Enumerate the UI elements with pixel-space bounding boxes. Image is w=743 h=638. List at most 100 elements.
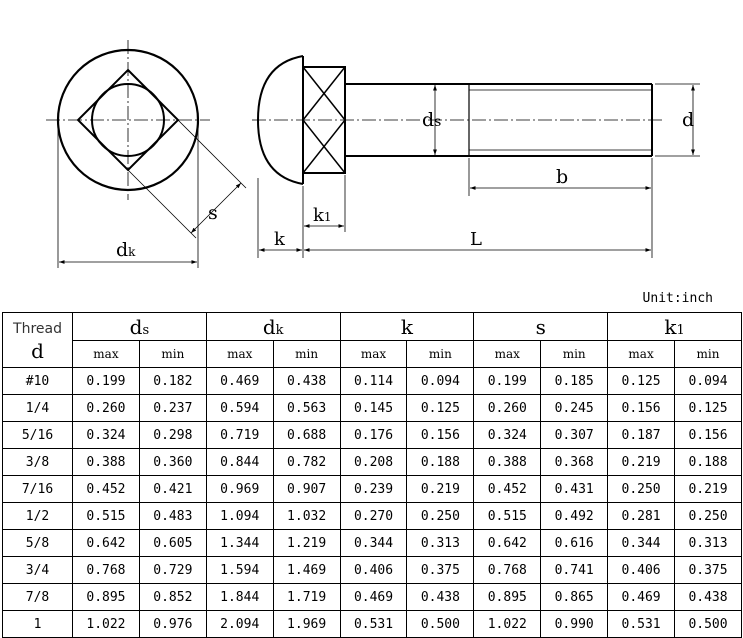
value-cell: 0.156: [607, 394, 676, 422]
value-cell: 0.094: [406, 367, 475, 395]
ds-label: ds: [422, 109, 441, 131]
b-dimension: [468, 158, 653, 258]
value-cell: 0.469: [607, 583, 676, 611]
min-header: min: [540, 340, 609, 368]
value-cell: 0.156: [406, 421, 475, 449]
bolt-side-view: [256, 55, 653, 185]
value-cell: 0.452: [473, 475, 542, 503]
value-cell: 0.768: [72, 556, 140, 584]
max-header: max: [473, 340, 542, 368]
value-cell: 0.125: [674, 394, 742, 422]
value-cell: 0.270: [339, 502, 408, 530]
value-cell: 0.360: [138, 448, 207, 476]
dimension-table: Thread d ds dk k s k1 max min max min ma…: [2, 312, 742, 638]
L-label: L: [470, 229, 482, 250]
max-header: max: [607, 340, 676, 368]
group-header-k: k: [339, 312, 475, 341]
value-cell: 0.431: [540, 475, 609, 503]
value-cell: 1.844: [205, 583, 274, 611]
max-header: max: [205, 340, 274, 368]
value-cell: 0.368: [540, 448, 609, 476]
value-cell: 0.237: [138, 394, 207, 422]
value-cell: 1.969: [272, 610, 341, 638]
value-cell: 1.032: [272, 502, 341, 530]
value-cell: 0.307: [540, 421, 609, 449]
value-cell: 0.187: [607, 421, 676, 449]
value-cell: 0.969: [205, 475, 274, 503]
value-cell: 1.344: [205, 529, 274, 557]
value-cell: 0.324: [473, 421, 542, 449]
value-cell: 0.199: [72, 367, 140, 395]
value-cell: 0.313: [674, 529, 742, 557]
value-cell: 0.768: [473, 556, 542, 584]
value-cell: 0.616: [540, 529, 609, 557]
value-cell: 0.483: [138, 502, 207, 530]
value-cell: 0.185: [540, 367, 609, 395]
value-cell: 0.895: [473, 583, 542, 611]
value-cell: 0.563: [272, 394, 341, 422]
value-cell: 0.188: [406, 448, 475, 476]
value-cell: 0.245: [540, 394, 609, 422]
value-cell: 0.438: [272, 367, 341, 395]
value-cell: 0.375: [674, 556, 742, 584]
value-cell: 1.219: [272, 529, 341, 557]
k-label: k: [274, 229, 286, 250]
thread-size-cell: 1: [2, 610, 73, 638]
unit-label: Unit:inch: [642, 291, 713, 306]
value-cell: 0.375: [406, 556, 475, 584]
value-cell: 1.719: [272, 583, 341, 611]
value-cell: 0.219: [607, 448, 676, 476]
thread-header-label: Thread: [13, 321, 62, 337]
value-cell: 0.990: [540, 610, 609, 638]
thread-header-symbol: d: [31, 339, 44, 363]
value-cell: 0.094: [674, 367, 742, 395]
value-cell: 0.344: [339, 529, 408, 557]
value-cell: 0.324: [72, 421, 140, 449]
group-header-s: s: [473, 312, 609, 341]
value-cell: 0.515: [473, 502, 542, 530]
value-cell: 0.844: [205, 448, 274, 476]
min-header: min: [138, 340, 207, 368]
thread-size-cell: 7/8: [2, 583, 73, 611]
value-cell: 0.500: [406, 610, 475, 638]
thread-header: Thread d: [2, 312, 73, 368]
thread-size-cell: 1/2: [2, 502, 73, 530]
value-cell: 0.281: [607, 502, 676, 530]
value-cell: 0.208: [339, 448, 408, 476]
value-cell: 0.388: [473, 448, 542, 476]
group-header-k1: k1: [607, 312, 742, 341]
value-cell: 0.782: [272, 448, 341, 476]
min-header: min: [406, 340, 475, 368]
value-cell: 0.182: [138, 367, 207, 395]
value-cell: 0.250: [607, 475, 676, 503]
d-label: d: [682, 109, 694, 131]
k1-dimension: [302, 175, 346, 258]
value-cell: 0.452: [72, 475, 140, 503]
value-cell: 0.719: [205, 421, 274, 449]
value-cell: 0.907: [272, 475, 341, 503]
s-label: s: [208, 202, 218, 224]
value-cell: 0.852: [138, 583, 207, 611]
thread-size-cell: 5/8: [2, 529, 73, 557]
value-cell: 0.741: [540, 556, 609, 584]
dk-label: dk: [116, 239, 136, 261]
value-cell: 0.976: [138, 610, 207, 638]
max-header: max: [339, 340, 408, 368]
value-cell: 1.022: [473, 610, 542, 638]
value-cell: 0.642: [473, 529, 542, 557]
value-cell: 0.250: [674, 502, 742, 530]
center-lines: [46, 40, 665, 200]
k-dimension: [257, 178, 302, 258]
value-cell: 0.260: [72, 394, 140, 422]
d-dimension: [655, 83, 700, 157]
k1-label: k1: [313, 205, 332, 226]
value-cell: 0.688: [272, 421, 341, 449]
value-cell: 0.469: [205, 367, 274, 395]
